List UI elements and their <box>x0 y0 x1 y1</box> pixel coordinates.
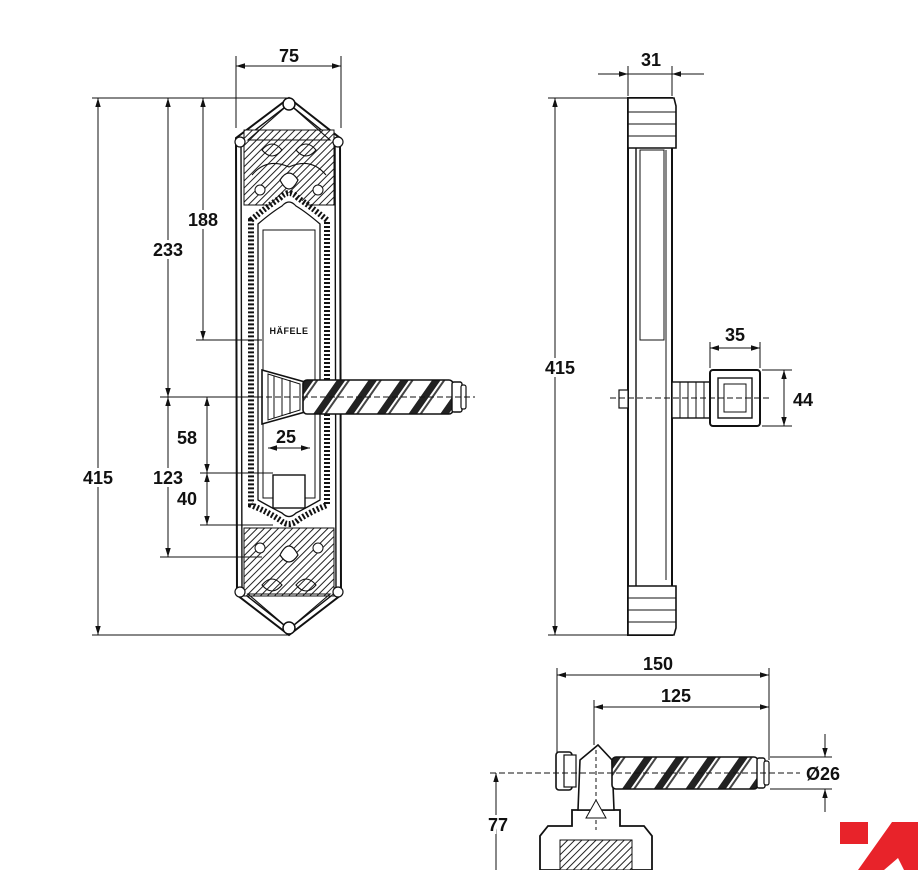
dim-side-height: 415 <box>545 358 575 378</box>
dim-side-depth: 31 <box>641 50 661 70</box>
dim-front-width: 75 <box>279 46 299 66</box>
dim-40: 40 <box>177 489 197 509</box>
dim-lever-diameter: Ø26 <box>806 764 840 784</box>
front-view: HÄFELE <box>230 96 475 637</box>
side-dimensions: 31 415 35 44 <box>542 50 813 636</box>
dim-25: 25 <box>276 427 296 447</box>
dim-front-height: 415 <box>83 468 113 488</box>
plate-brand-text: HÄFELE <box>270 326 309 336</box>
brand-logo <box>840 822 918 870</box>
dim-rose-width: 35 <box>725 325 745 345</box>
side-view <box>610 97 770 636</box>
dim-58: 58 <box>177 428 197 448</box>
dim-188: 188 <box>188 210 218 230</box>
key-window <box>272 474 306 509</box>
dim-123: 123 <box>153 468 183 488</box>
top-dimensions: 150 125 Ø26 77 <box>485 654 840 870</box>
dim-lever-grip: 125 <box>661 686 691 706</box>
dim-lever-projection: 77 <box>488 815 508 835</box>
top-ornament <box>234 97 344 206</box>
front-dimensions: 75 415 233 188 123 58 40 25 <box>80 46 342 636</box>
bottom-ornament <box>234 527 344 635</box>
dim-233: 233 <box>153 240 183 260</box>
top-view <box>490 743 800 870</box>
dim-lever-length: 150 <box>643 654 673 674</box>
dim-rose-height: 44 <box>793 390 813 410</box>
